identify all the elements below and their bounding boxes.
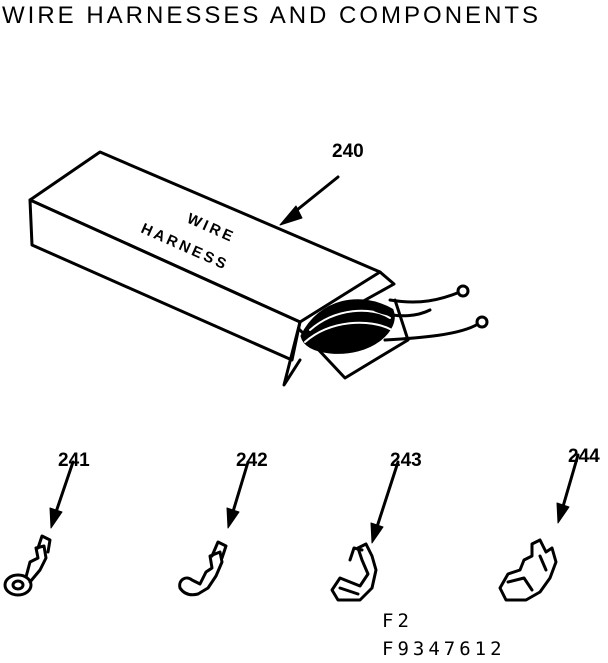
flat-terminal-243 bbox=[330, 542, 378, 602]
figure-code-2: F9347612 bbox=[382, 638, 506, 660]
wire-harness-box bbox=[28, 150, 489, 387]
ring-terminal-241 bbox=[3, 534, 52, 597]
callout-241: 241 bbox=[58, 450, 90, 471]
callout-240: 240 bbox=[332, 141, 364, 162]
flag-terminal-244 bbox=[498, 538, 558, 602]
hook-terminal-242 bbox=[178, 540, 228, 597]
callout-242: 242 bbox=[236, 450, 268, 471]
callout-243: 243 bbox=[390, 450, 422, 471]
callouts: 240 241 242 243 244 bbox=[58, 141, 600, 471]
diagram-title: WIRE HARNESSES AND COMPONENTS bbox=[2, 2, 542, 29]
leader-arrows bbox=[49, 175, 580, 544]
callout-244: 244 bbox=[568, 446, 600, 467]
figure-code-1: F2 bbox=[382, 610, 413, 632]
